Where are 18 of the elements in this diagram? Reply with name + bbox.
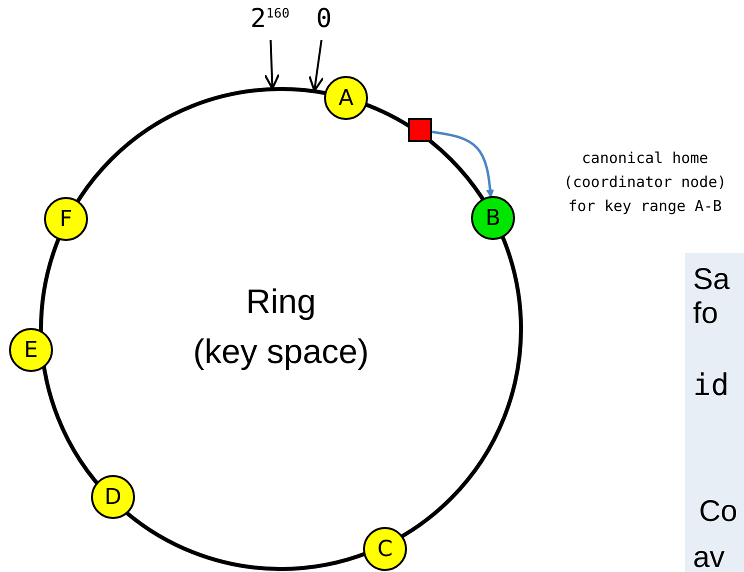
annotation-text: canonical home (coordinator node) for key range A-B: [562, 148, 728, 217]
panel-text: fo: [693, 299, 718, 329]
ring-label: Ring: [245, 282, 317, 323]
ring-node: A: [324, 76, 368, 120]
key-marker: [408, 118, 432, 142]
arrow: [432, 130, 494, 198]
arrow: [308, 40, 324, 92]
boundary-label: 0: [308, 4, 340, 40]
ring-node: F: [44, 197, 88, 241]
panel-text: av: [693, 543, 725, 572]
panel-text: Co: [699, 497, 738, 527]
panel-text: Sa: [693, 265, 730, 295]
arrow: [264, 40, 280, 90]
panel-text: id: [693, 371, 730, 401]
boundary-label: 2$^{160}$: [240, 4, 300, 40]
ring-label: (key space): [192, 332, 370, 373]
ring-node: C: [363, 527, 407, 571]
ring-node: E: [9, 328, 53, 372]
